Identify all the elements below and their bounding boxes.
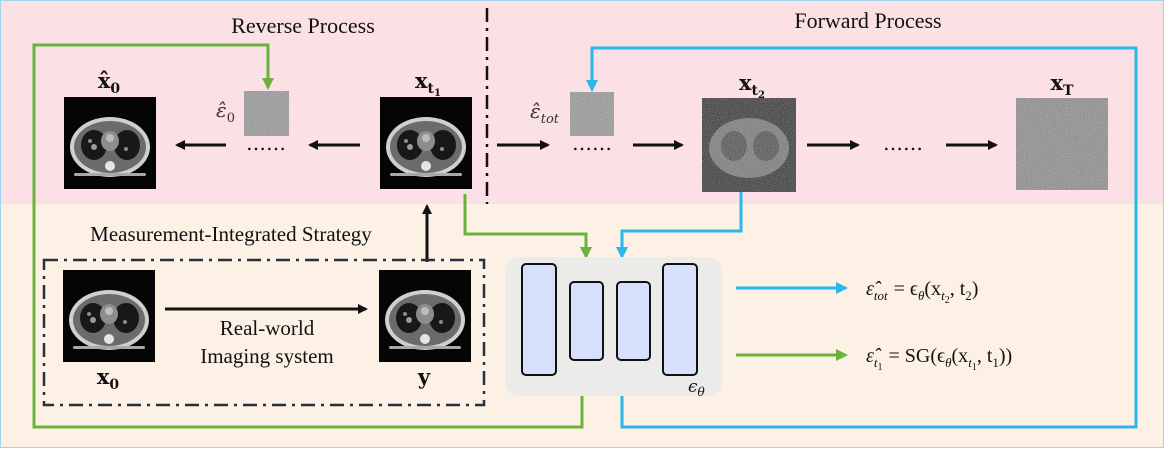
imaging-system-line2: Imaging system — [200, 344, 334, 368]
green-xt1-to-unet — [463, 194, 592, 259]
strategy-title: Measurement-Integrated Strategy — [90, 222, 372, 246]
green-feedback-loop — [32, 43, 584, 429]
y-label: y — [417, 364, 431, 389]
network-block-1 — [521, 263, 557, 376]
xt1-image — [380, 97, 472, 189]
reverse-process-title: Reverse Process — [231, 13, 375, 38]
network-block-4 — [662, 263, 698, 376]
xT-label: xT — [1051, 70, 1075, 99]
x0-hat-label: x̂0 — [98, 68, 121, 97]
network-label: ϵθ — [688, 377, 706, 399]
eps0-noise-patch — [244, 91, 289, 136]
y-image — [379, 270, 471, 362]
forward-ellipsis-2: …… — [883, 131, 923, 155]
x0-image — [63, 270, 155, 362]
reverse-ellipsis: …… — [246, 131, 286, 155]
blue-xt2-to-unet — [616, 192, 743, 259]
network-block-2 — [569, 281, 604, 361]
strategy-frame — [42, 258, 486, 407]
x0-label: x0 — [97, 364, 120, 393]
epstot-noise-patch — [570, 92, 614, 136]
eps0-hat-label: ε̂0 — [216, 98, 235, 126]
xT-image — [1016, 98, 1108, 190]
forward-process-title: Forward Process — [794, 8, 941, 33]
imaging-system-line1: Real-world — [220, 316, 315, 340]
equation-eps-tot: ε̂tot= ϵθ(xt2, t2) — [866, 278, 978, 306]
x0-hat-image — [64, 97, 156, 189]
blue-forward-loop — [586, 46, 1138, 429]
xt2-label: xt2 — [739, 70, 765, 101]
forward-ellipsis-1: …… — [572, 131, 612, 155]
network-block-3 — [616, 281, 651, 361]
xt1-label: xt1 — [415, 68, 441, 99]
equation-eps-t1: ε̂t1= SG(ϵθ(xt1, t1)) — [866, 345, 1012, 373]
epstot-hat-label: ε̂tot — [530, 99, 560, 127]
xt2-image — [702, 98, 796, 192]
